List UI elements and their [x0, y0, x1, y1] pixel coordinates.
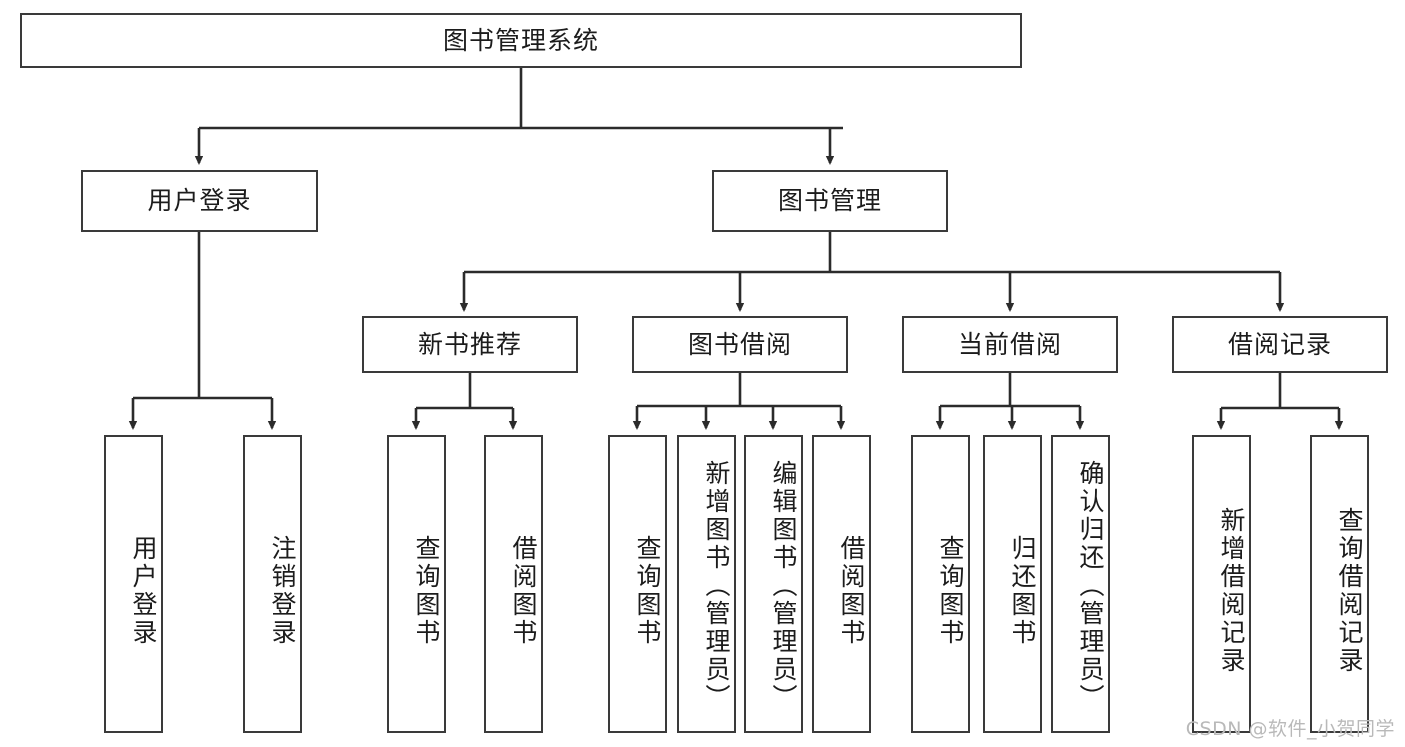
node-leaf-add-book-admin[interactable]: 新增图书（管理员）: [677, 435, 736, 733]
node-current-borrow[interactable]: 当前借阅: [902, 316, 1118, 373]
node-leaf-user-login[interactable]: 用户登录: [104, 435, 163, 733]
node-new-book-recommend[interactable]: 新书推荐: [362, 316, 578, 373]
csdn-watermark: CSDN @软件_小贺同学: [1185, 718, 1395, 740]
node-leaf-query-book-recommend[interactable]: 查询图书: [387, 435, 446, 733]
node-borrow-record[interactable]: 借阅记录: [1172, 316, 1388, 373]
node-leaf-query-book-borrow[interactable]: 查询图书: [608, 435, 667, 733]
node-leaf-borrow-book[interactable]: 借阅图书: [812, 435, 871, 733]
node-user-login[interactable]: 用户登录: [81, 170, 318, 232]
node-leaf-query-borrow-record[interactable]: 查询借阅记录: [1310, 435, 1369, 733]
node-leaf-borrow-book-recommend[interactable]: 借阅图书: [484, 435, 543, 733]
node-root[interactable]: 图书管理系统: [20, 13, 1022, 68]
node-leaf-query-book-current[interactable]: 查询图书: [911, 435, 970, 733]
node-leaf-return-book[interactable]: 归还图书: [983, 435, 1042, 733]
node-book-manage[interactable]: 图书管理: [712, 170, 948, 232]
node-leaf-user-logout[interactable]: 注销登录: [243, 435, 302, 733]
node-leaf-confirm-return-admin[interactable]: 确认归还（管理员）: [1051, 435, 1110, 733]
node-leaf-add-borrow-record[interactable]: 新增借阅记录: [1192, 435, 1251, 733]
node-leaf-edit-book-admin[interactable]: 编辑图书（管理员）: [744, 435, 803, 733]
node-book-borrow[interactable]: 图书借阅: [632, 316, 848, 373]
